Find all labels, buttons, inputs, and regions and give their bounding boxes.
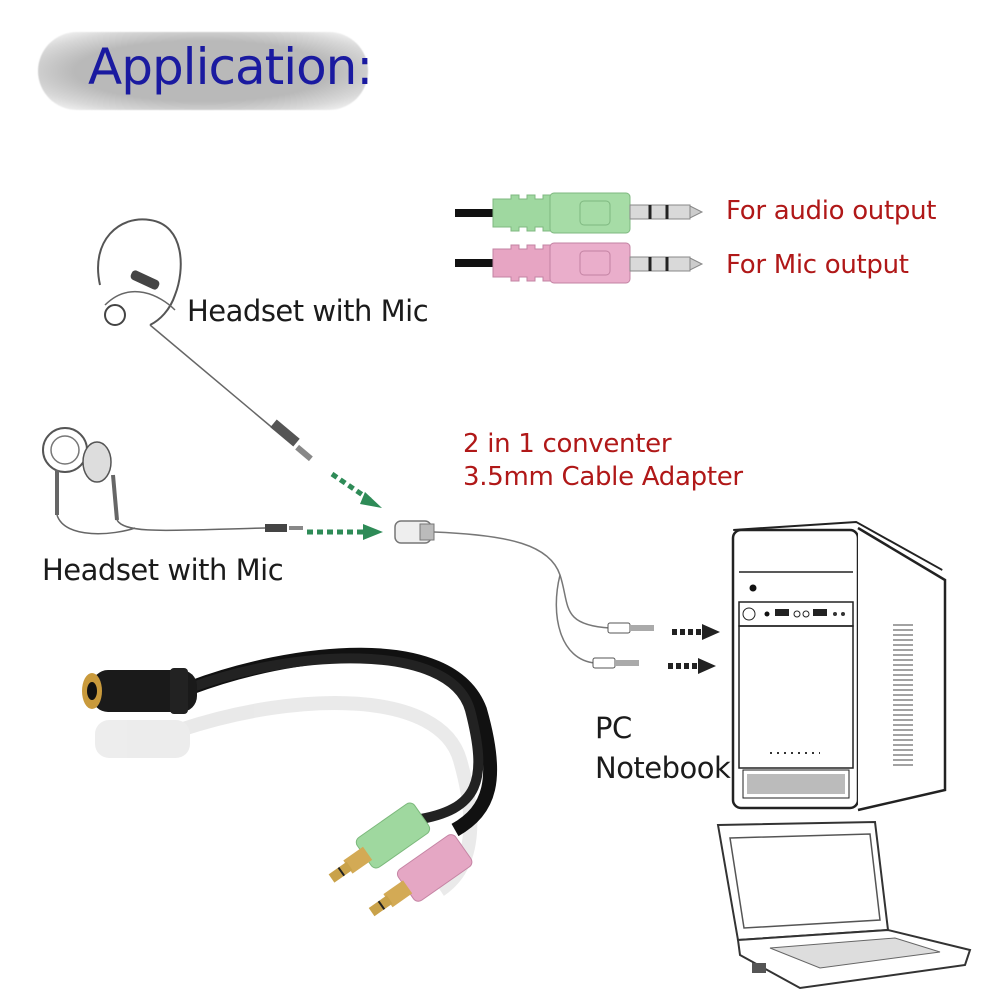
target-label-line1: PC <box>595 711 632 745</box>
adapter-label-line1: 2 in 1 conventer <box>463 429 672 459</box>
adapter-label-line2: 3.5mm Cable Adapter <box>463 462 743 492</box>
ear-hook-headset-icon <box>97 218 313 462</box>
adapter-label: 2 in 1 conventer 3.5mm Cable Adapter <box>463 428 743 494</box>
green-arrow-diagonal-icon <box>330 471 382 508</box>
laptop-icon <box>716 820 972 990</box>
pc-tower-icon <box>731 520 947 812</box>
black-arrow-top-icon <box>672 624 720 640</box>
target-label: PC Notebook <box>595 708 731 788</box>
headset-top-label: Headset with Mic <box>187 294 429 328</box>
black-arrow-bottom-icon <box>668 658 716 674</box>
target-label-line2: Notebook <box>595 751 731 785</box>
splitter-cable-photo <box>82 647 498 917</box>
earbud-headset-icon <box>42 427 303 535</box>
audio-output-label: For audio output <box>726 196 937 226</box>
mic-output-label: For Mic output <box>726 250 909 280</box>
green-arrow-horizontal-icon <box>307 524 383 540</box>
page-title: Application: <box>88 38 373 96</box>
plug-pair-illustration <box>455 192 704 284</box>
title-banner <box>38 32 368 110</box>
headset-bottom-label: Headset with Mic <box>42 553 284 587</box>
adapter-cable-illustration <box>394 520 654 669</box>
